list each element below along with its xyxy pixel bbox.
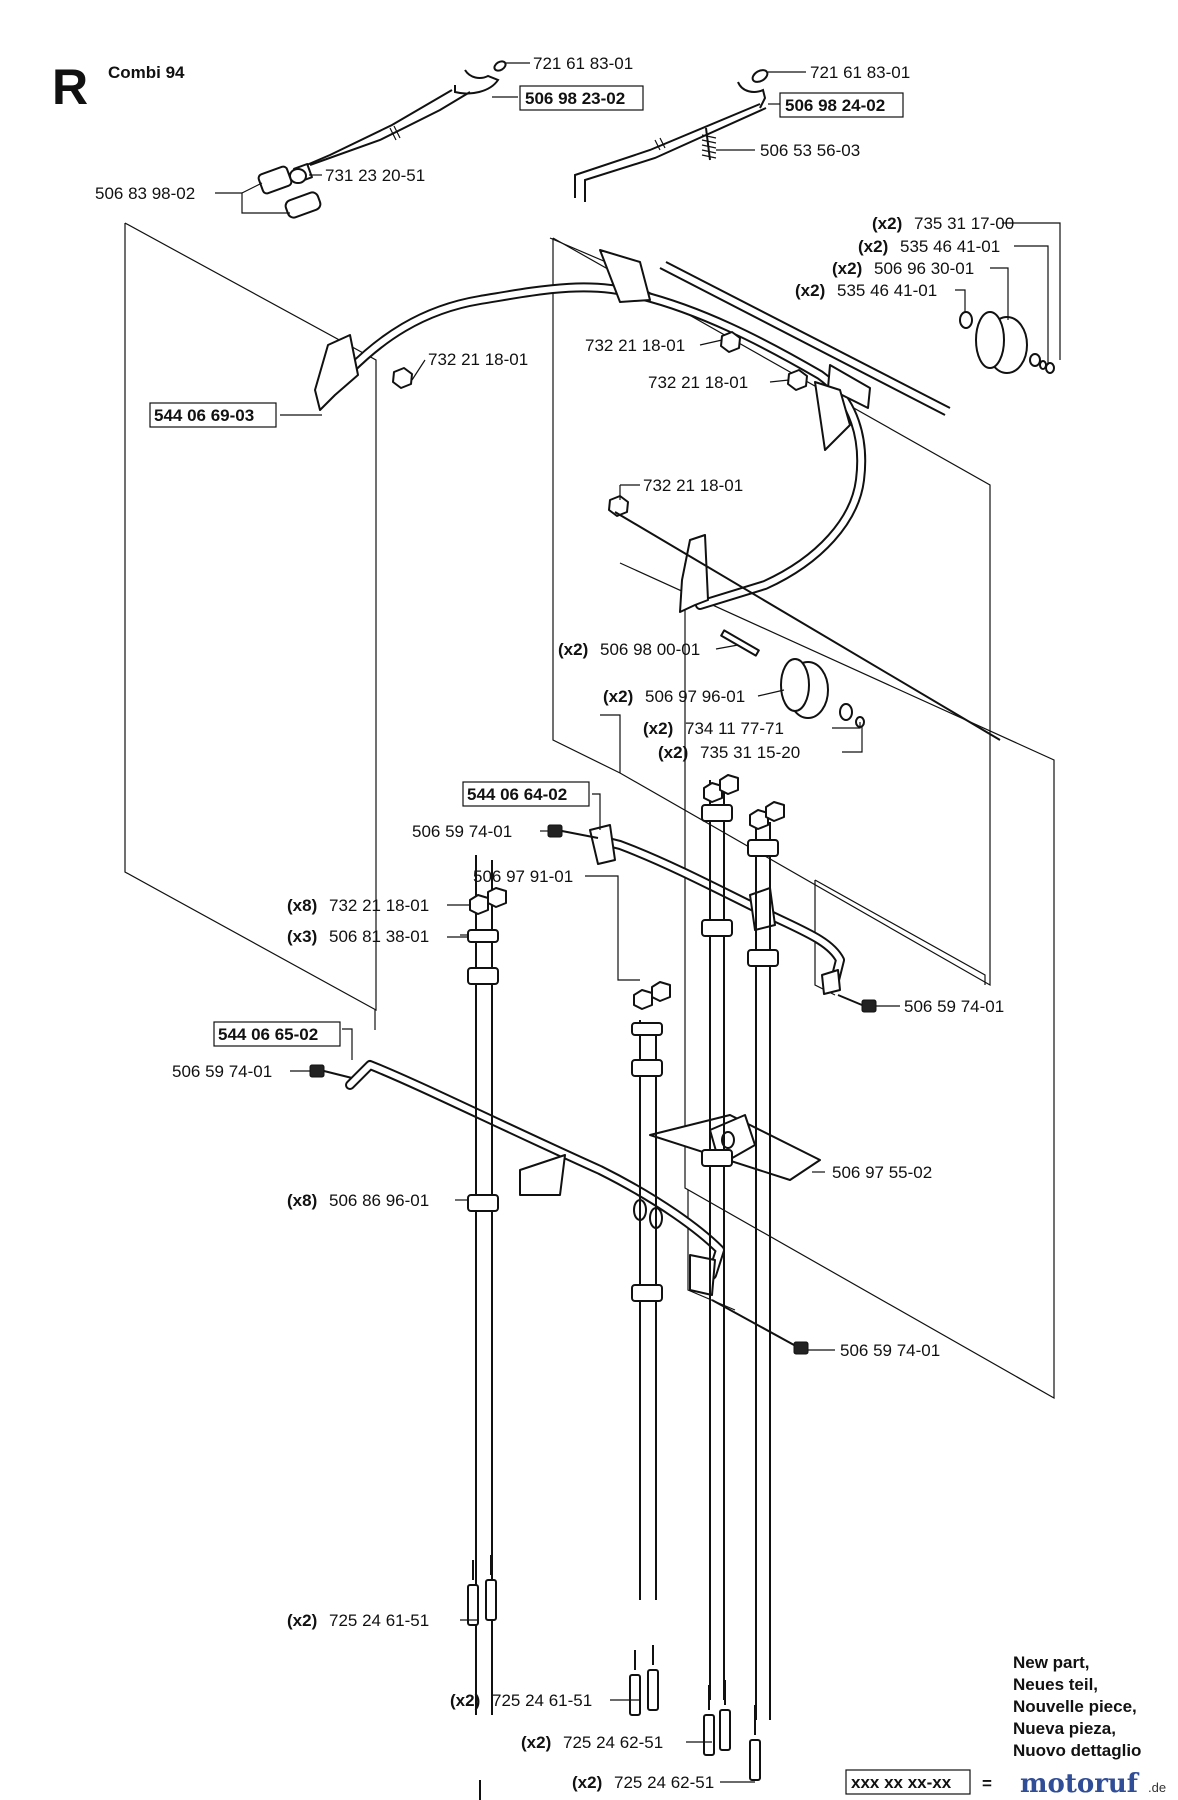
part-label-32: 725 24 61-51 [329,1611,429,1630]
frame-left [124,222,377,1012]
part-label-24: 732 21 18-01 [329,896,429,915]
part-label-28: 506 59 74-01 [172,1062,272,1081]
legend-line-1: New part, [1013,1653,1090,1672]
part-label-25: 506 81 38-01 [329,927,429,946]
clamps [467,804,779,1302]
bottom-screws [467,1525,761,1781]
qty-label-20: (x2) [658,743,688,762]
part-label-7: 506 53 56-03 [760,141,860,160]
wheel-middle [614,511,1001,741]
part-label-8: 735 31 17-00 [914,214,1014,233]
frame-small [814,879,986,985]
part-label-16: 732 21 18-01 [643,476,743,495]
part-label-9: 535 46 41-01 [900,237,1000,256]
part-label-18: 506 97 96-01 [645,687,745,706]
legend-line-4: Nueva pieza, [1013,1719,1116,1738]
part-label-10: 506 96 30-01 [874,259,974,278]
section-letter: R [52,59,88,115]
part-label-3: 731 23 20-51 [325,166,425,185]
legend: xxx xx xx-xx = New part, Neues teil, Nou… [845,1653,1141,1795]
cable-assembly-left [257,60,507,219]
part-label-17: 506 98 00-01 [600,640,700,659]
lower-handle-upper [589,824,845,995]
part-label-5: 721 61 83-01 [810,63,910,82]
part-label-19: 734 11 77-71 [685,719,784,738]
part-label-2: 506 98 23-02 [525,89,625,108]
qty-label-17: (x2) [558,640,588,659]
part-label-13: 732 21 18-01 [428,350,528,369]
frame-mid [552,237,991,987]
watermark-text: motoruf [1020,1769,1140,1799]
part-label-23: 506 97 91-01 [473,867,573,886]
part-label-30: 506 86 96-01 [329,1191,429,1210]
watermark-suffix: .de [1148,1780,1166,1795]
part-label-34: 725 24 62-51 [563,1733,663,1752]
qty-label-30: (x8) [287,1191,317,1210]
part-label-22: 506 59 74-01 [412,822,512,841]
part-box-2 [519,85,644,111]
part-box-15 [149,402,277,428]
qty-label-19: (x2) [643,719,673,738]
part-label-4: 506 83 98-02 [95,184,195,203]
qty-label-9: (x2) [858,237,888,256]
qty-label-33: (x2) [450,1691,480,1710]
frame-right [619,562,1055,1400]
part-label-6: 506 98 24-02 [785,96,885,115]
part-label-21: 544 06 64-02 [467,785,567,804]
part-label-35: 725 24 62-51 [614,1773,714,1792]
nut-stacks [469,774,785,1010]
legend-line-3: Nouvelle piece, [1013,1697,1137,1716]
qty-label-25: (x3) [287,927,317,946]
legend-box [845,1769,971,1795]
part-label-1: 721 61 83-01 [533,54,633,73]
part-box-21 [462,781,590,807]
roller-top [959,311,1055,374]
part-label-12: 732 21 18-01 [585,336,685,355]
frame-mid-step [600,714,621,773]
part-label-33: 725 24 61-51 [492,1691,592,1710]
watermark: motoruf .de [1020,1769,1166,1799]
legend-placeholder: xxx xx xx-xx [851,1773,952,1792]
part-label-31: 506 59 74-01 [840,1341,940,1360]
qty-label-24: (x8) [287,896,317,915]
vertical-rods [475,780,771,1800]
bolts [309,824,877,1355]
legend-line-5: Nuovo dettaglio [1013,1741,1141,1760]
qty-label-34: (x2) [521,1733,551,1752]
part-label-11: 535 46 41-01 [837,281,937,300]
handlebar [314,249,951,613]
nuts-top [392,331,808,517]
part-label-14: 732 21 18-01 [648,373,748,392]
legend-equals: = [982,1774,992,1793]
part-box-6 [779,92,904,118]
qty-label-11: (x2) [795,281,825,300]
legend-line-2: Neues teil, [1013,1675,1098,1694]
part-label-20: 735 31 15-20 [700,743,800,762]
qty-label-8: (x2) [872,214,902,233]
lower-handle-lower [345,1060,725,1296]
qty-label-18: (x2) [603,687,633,706]
qty-label-35: (x2) [572,1773,602,1792]
part-box-27 [213,1021,341,1047]
bracket-plate [649,1114,821,1181]
qty-label-32: (x2) [287,1611,317,1630]
part-label-26: 506 59 74-01 [904,997,1004,1016]
model-title: Combi 94 [108,63,185,82]
part-label-29: 506 97 55-02 [832,1163,932,1182]
qty-label-10: (x2) [832,259,862,278]
leader-lines [215,62,1061,1783]
part-label-27: 544 06 65-02 [218,1025,318,1044]
cable-assembly-right [574,69,769,202]
part-labels: 721 61 83-01 506 98 23-02 731 23 20-51 5… [95,54,1014,1792]
part-label-15: 544 06 69-03 [154,406,254,425]
